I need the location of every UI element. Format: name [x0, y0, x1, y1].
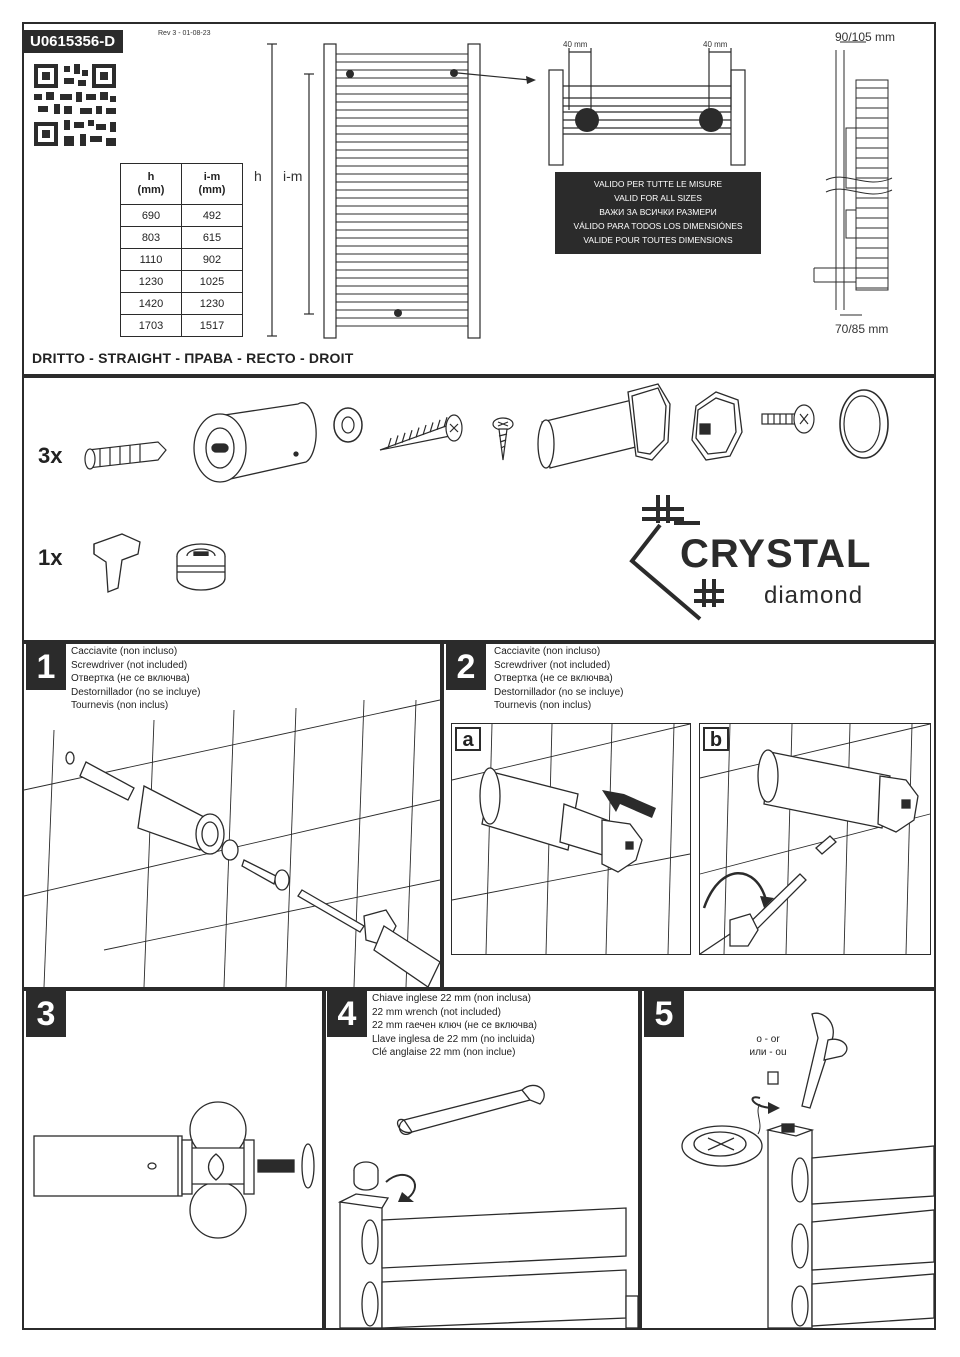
crystal-diamond-logo — [629, 495, 724, 621]
valid-sizes-box: VALIDO PER TUTTE LE MISURE VALID FOR ALL… — [555, 172, 761, 254]
wall-plug-icon — [84, 441, 167, 470]
product-code: U0615356-D — [24, 30, 124, 53]
machine-screw-icon — [761, 404, 815, 434]
qty-1x-label: 1x — [38, 545, 63, 570]
step-2b-drawing — [699, 723, 931, 955]
step-1-number: 1 — [26, 644, 66, 690]
bleed-key-icon — [93, 533, 141, 593]
bleed-valve-plug-icon — [176, 543, 226, 591]
qr-code-icon — [34, 64, 116, 146]
parts-panel — [22, 376, 936, 642]
step-2-text: Cacciavite (non incluso)Screwdriver (not… — [494, 646, 624, 711]
step-4-text: Chiave inglese 22 mm (non inclusa)22 mm … — [372, 993, 537, 1058]
revision-label: Rev 3 - 01-08-23 — [158, 30, 211, 37]
spacing-left-label: 40 mm — [563, 40, 588, 49]
wall-side-drawing — [813, 41, 893, 316]
end-cap-icon — [691, 391, 743, 461]
step-5-drawing — [681, 1012, 935, 1329]
dim-im-label: i-m — [283, 168, 303, 184]
step-4-drawing — [337, 1084, 639, 1329]
step-5-number: 5 — [644, 991, 684, 1037]
step-1-text: Cacciavite (non incluso)Screwdriver (not… — [71, 646, 201, 711]
washer-icon — [333, 407, 363, 443]
straight-label: DRITTO - STRAIGHT - ПРАВА - RECTO - DROI… — [32, 350, 354, 366]
radiator-front-drawing — [267, 43, 536, 339]
col-h-header: h(mm) — [120, 163, 182, 205]
qty-3x-label: 3x — [38, 443, 63, 468]
step-1-drawing — [23, 699, 441, 988]
cover-ring-icon — [839, 389, 889, 459]
wall-top-label: 90/105 mm — [835, 30, 896, 44]
brand-name: CRYSTAL — [680, 532, 872, 576]
step-3-drawing — [33, 1101, 315, 1239]
spacing-detail-drawing — [548, 48, 746, 166]
wood-screw-icon — [379, 414, 463, 451]
step-3-number: 3 — [26, 991, 66, 1037]
step-2b-label: b — [703, 727, 729, 751]
bracket-arm-icon — [537, 383, 671, 469]
col-im-header: i-m(mm) — [181, 163, 243, 205]
wall-sleeve-icon — [193, 402, 317, 483]
brand-sub: diamond — [764, 582, 864, 609]
step-2-number: 2 — [446, 644, 486, 690]
step-2a-drawing — [451, 723, 691, 955]
step-4-number: 4 — [327, 991, 367, 1037]
dim-h-label: h — [254, 168, 262, 184]
wall-bottom-label: 70/85 mm — [835, 322, 889, 336]
spacing-right-label: 40 mm — [703, 40, 728, 49]
step-2a-label: a — [455, 727, 481, 751]
small-screw-icon — [492, 417, 514, 461]
